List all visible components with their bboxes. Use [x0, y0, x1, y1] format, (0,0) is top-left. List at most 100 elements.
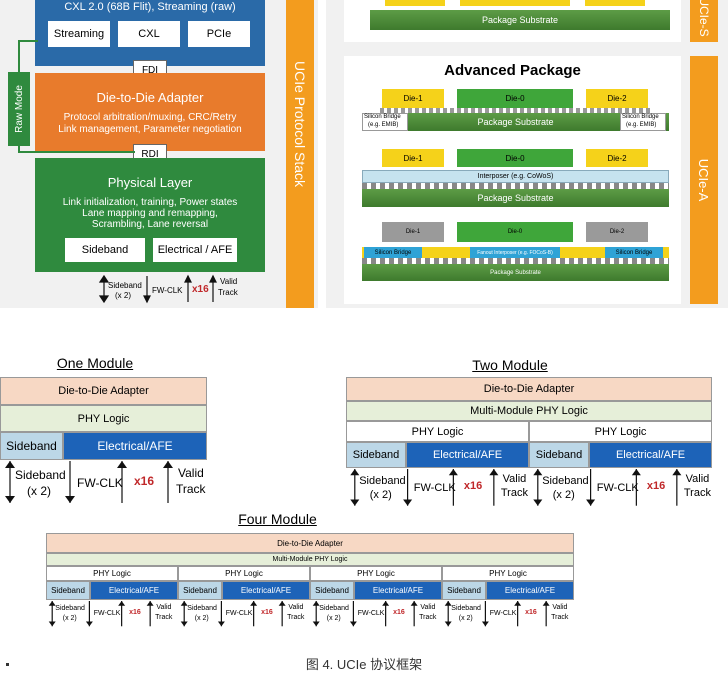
p3-bridge-left-label: Silicon Bridge [374, 249, 412, 256]
four-4-valid-label: Valid [552, 603, 568, 611]
p2-die-1: Die-1 [382, 149, 444, 167]
four-2-valid-label: Valid [288, 603, 304, 611]
four-1-x16-label: x16 [129, 608, 141, 616]
four-3-signal-arrows [312, 601, 418, 627]
four-electrical-4: Electrical/AFE [486, 581, 574, 600]
p2-substrate: Package Substrate [362, 189, 669, 207]
p1-bridge-right-label-2: (e.g. EMIB) [626, 122, 657, 128]
four-4-track-label: Track [551, 613, 569, 621]
p1-substrate-label: Package Substrate [477, 117, 554, 127]
p3-bridge-right-label: Silicon Bridge [615, 249, 653, 256]
four-1-track-label: Track [155, 613, 173, 621]
phy-title: Physical Layer [107, 174, 193, 190]
ucie-a-side-label: UCIe-A [696, 158, 712, 202]
d2d-line-1: Protocol arbitration/muxing, CRC/Retry [63, 112, 237, 123]
one-phy: PHY Logic [0, 405, 207, 432]
four-sideband-1: Sideband [46, 581, 90, 600]
four-mm-phy: Multi-Module PHY Logic [46, 553, 574, 566]
four-1-valid-label: Valid [156, 603, 172, 611]
four-sideband-3: Sideband [310, 581, 354, 600]
two-phy-1: PHY Logic [346, 421, 529, 442]
protocol-cxl-box: CXL [118, 21, 180, 47]
p1-bridge-right-box [620, 113, 666, 131]
p2-bumps [362, 183, 669, 189]
p3-bumps [362, 258, 669, 264]
two-electrical-2: Electrical/AFE [589, 442, 712, 468]
four-1-signal-arrows [48, 601, 154, 627]
stack-signal-x16: x16 [192, 284, 209, 295]
raw-mode-line-top [18, 40, 38, 42]
one-signal-arrows [5, 461, 173, 503]
p2-die-0: Die-0 [457, 149, 573, 167]
advanced-package-title: Advanced Package [444, 61, 581, 79]
one-sideband: Sideband [0, 432, 63, 460]
one-sideband-label: Sideband [15, 468, 66, 482]
std-top-die-mid [460, 0, 570, 6]
stack-signal-track: Track [218, 288, 238, 297]
p2-die-0-label: Die-0 [505, 153, 525, 163]
protocol-stack-side-label: UCIe Protocol Stack [292, 60, 308, 188]
protocol-streaming-box: Streaming [48, 21, 110, 47]
one-d2d: Die-to-Die Adapter [0, 377, 207, 405]
four-2-sideband-label: Sideband [187, 604, 217, 612]
p1-die-2-label: Die-2 [607, 94, 627, 103]
two-phy-2: PHY Logic [529, 421, 712, 442]
four-2-track-label: Track [287, 613, 305, 621]
four-4-signal-arrows [444, 601, 550, 627]
protocol-pcie-box: PCIe [188, 21, 250, 47]
p3-die-0: Die-0 [457, 222, 573, 242]
four-electrical-2: Electrical/AFE [222, 581, 310, 600]
p2-die-2: Die-2 [586, 149, 648, 167]
small-marker [6, 663, 9, 666]
two-module-title: Two Module [472, 357, 548, 373]
one-track-label: Track [176, 482, 206, 496]
one-fwclk-label: FW-CLK [77, 476, 123, 490]
four-4-x2-label: (x 2) [458, 614, 473, 622]
raw-mode-box [8, 72, 30, 146]
four-3-sideband-label: Sideband [319, 604, 349, 612]
phy-line-1: Link initialization, training, Power sta… [62, 196, 238, 208]
four-2-fwclk-label: FW-CLK [225, 609, 253, 617]
four-3-valid-label: Valid [420, 603, 436, 611]
four-3-track-label: Track [419, 613, 437, 621]
p3-fanout-label: Fanout Interposer (e.g. FOCoS-B) [477, 249, 553, 256]
p1-bridge-left-box [362, 113, 408, 131]
p3-bridge-right: Silicon Bridge [605, 247, 663, 258]
electrical-afe-box: Electrical / AFE [153, 238, 237, 262]
raw-mode-line-bottom [18, 151, 135, 153]
four-d2d: Die-to-Die Adapter [46, 533, 574, 553]
d2d-title: Die-to-Die Adapter [96, 89, 204, 105]
d2d-line-2: Link management, Parameter negotiation [58, 124, 242, 135]
one-valid-label: Valid [178, 466, 204, 480]
four-1-fwclk-label: FW-CLK [93, 609, 121, 617]
ucie-a-side-bar [690, 56, 718, 304]
std-top-die-right [585, 0, 645, 6]
stack-signal-sideband: Sideband [108, 281, 142, 290]
p2-die-2-label: Die-2 [607, 153, 627, 163]
p3-bridge-left: Silicon Bridge [364, 247, 422, 258]
four-phy-1: PHY Logic [46, 566, 178, 581]
two-1-valid-label: Valid [502, 473, 527, 486]
two-2-x2-label: (x 2) [552, 489, 575, 502]
std-substrate-label: Package Substrate [481, 15, 559, 25]
p1-bumps [380, 108, 650, 113]
two-electrical-1: Electrical/AFE [406, 442, 529, 468]
p1-bridge-right-label-1: Silicon Bridge [622, 114, 659, 120]
four-phy-4: PHY Logic [442, 566, 574, 581]
p2-substrate-label: Package Substrate [477, 193, 554, 203]
p3-substrate: Package Substrate [362, 264, 669, 281]
four-electrical-3: Electrical/AFE [354, 581, 442, 600]
four-2-x2-label: (x 2) [194, 614, 209, 622]
two-2-signal-arrows [533, 469, 682, 506]
p1-substrate: Package Substrate [362, 113, 669, 131]
two-2-valid-label: Valid [685, 473, 710, 486]
four-4-fwclk-label: FW-CLK [489, 609, 517, 617]
four-electrical-1: Electrical/AFE [90, 581, 178, 600]
sideband-box: Sideband [65, 238, 145, 262]
four-3-x16-label: x16 [393, 608, 405, 616]
four-1-x2-label: (x 2) [62, 614, 77, 622]
two-1-x2-label: (x 2) [369, 489, 392, 502]
p3-die-1: Die-1 [382, 222, 444, 242]
two-sideband-1: Sideband [346, 442, 406, 468]
ucie-s-side-bar [690, 0, 718, 42]
